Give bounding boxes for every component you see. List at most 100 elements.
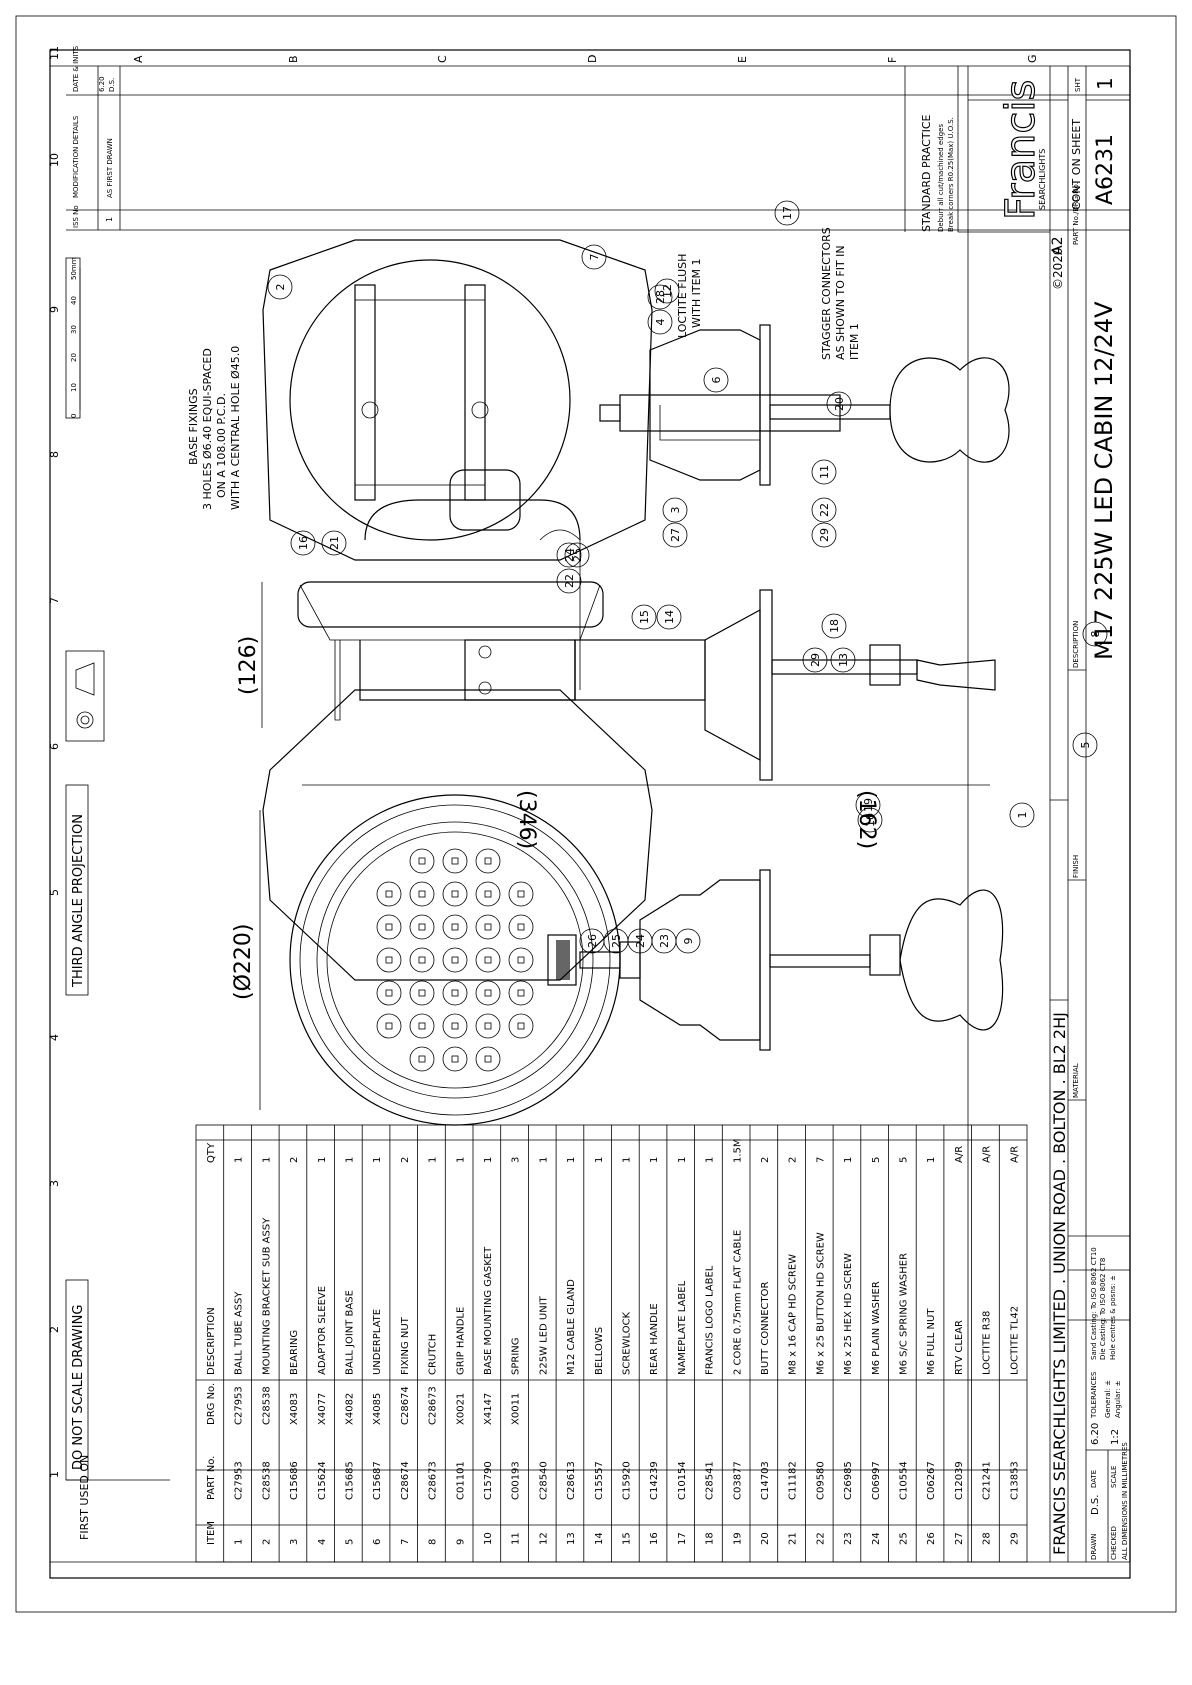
bom-cell: 1 xyxy=(317,1157,328,1163)
bom-cell: C15920 xyxy=(622,1461,633,1500)
balloon-label: 14 xyxy=(663,610,676,624)
bom-cell: X4083 xyxy=(289,1393,300,1425)
sp-line1: Deburr all cut/machined edges xyxy=(937,124,945,232)
sheet-number: 1 xyxy=(1093,77,1117,90)
balloon-label: 19 xyxy=(862,798,875,812)
led xyxy=(475,947,501,973)
bom-header: ITEM xyxy=(206,1521,217,1545)
led xyxy=(442,914,468,940)
bom-cell: 3 xyxy=(511,1157,522,1163)
dim-diameter: (Ø220) xyxy=(231,924,256,1000)
led xyxy=(376,980,402,1006)
led xyxy=(475,914,501,940)
bom-cell: X4077 xyxy=(317,1393,328,1425)
scale: 1:2 xyxy=(1110,1429,1121,1445)
rev-header-date: DATE & INITS xyxy=(72,45,80,92)
balloon-label: 20 xyxy=(833,397,846,411)
rev-inits: D.S. xyxy=(108,78,116,92)
balloon xyxy=(556,568,582,594)
balloon xyxy=(855,792,881,818)
bom-cell: 1.5M xyxy=(732,1138,743,1163)
description: M17 225W LED CABIN 12/24V xyxy=(1090,301,1118,660)
svg-text:BASE FIXINGS: BASE FIXINGS xyxy=(187,388,200,465)
balloon-label: 24 xyxy=(634,934,647,948)
bom-cell: GRIP HANDLE xyxy=(455,1307,466,1375)
bom-cell: 17 xyxy=(677,1532,688,1545)
led xyxy=(475,1013,501,1039)
balloon-label: 25 xyxy=(571,548,584,562)
balloon xyxy=(802,647,828,673)
finish-label: FINISH xyxy=(1072,855,1080,878)
bom-cell: X4085 xyxy=(372,1393,383,1425)
title-block: FRANCIS SEARCHLIGHTS LIMITED . UNION ROA… xyxy=(904,66,1130,1562)
copyright: ©2020 xyxy=(1051,247,1065,290)
grid-num: 9 xyxy=(48,306,61,313)
bom-cell: FRANCIS LOGO LABEL xyxy=(705,1265,716,1375)
part-no-label: PART No./DRG No. xyxy=(1072,182,1080,245)
front-view xyxy=(262,689,1004,1126)
bom-cell: 2 xyxy=(400,1157,411,1163)
dim-depth: (126) xyxy=(236,636,261,695)
led xyxy=(376,947,402,973)
bom-cell: REAR HANDLE xyxy=(649,1303,660,1375)
svg-text:50mm: 50mm xyxy=(70,257,78,280)
bom-cell: 24 xyxy=(871,1532,882,1545)
bom-cell: 1 xyxy=(483,1157,494,1163)
bom-cell: C12039 xyxy=(954,1461,965,1500)
svg-text:WITH ITEM 1: WITH ITEM 1 xyxy=(690,258,703,328)
led xyxy=(442,881,468,907)
balloon xyxy=(631,604,657,630)
bom-cell: M6 x 25 HEX HD SCREW xyxy=(843,1253,854,1375)
balloon xyxy=(656,604,682,630)
grid-letter: F xyxy=(886,57,899,63)
led xyxy=(475,881,501,907)
bom-cell: C10154 xyxy=(677,1461,688,1500)
bom-cell: M12 CABLE GLAND xyxy=(566,1279,577,1375)
bom-cell: 6 xyxy=(372,1539,383,1545)
bom-cell: 14 xyxy=(594,1532,605,1545)
scale-bar: 0 10 20 30 40 50mm xyxy=(65,257,81,419)
balloon xyxy=(703,367,729,393)
rev-iss: 1 xyxy=(105,217,114,222)
bom-cell: 26 xyxy=(926,1532,937,1545)
bom-cell: LOCTITE R38 xyxy=(982,1311,993,1375)
all-dims: ALL DIMENSIONS IN MILLIMETRES xyxy=(1121,1442,1129,1560)
bom-cell: FIXING NUT xyxy=(400,1316,411,1375)
bom-cell: C27953 xyxy=(234,1461,245,1500)
drawn-label: DRAWN xyxy=(1090,1533,1098,1560)
date: 6.20 xyxy=(1090,1423,1101,1445)
grid-num: 5 xyxy=(48,889,61,896)
bom-cell: 10 xyxy=(483,1532,494,1545)
bom-cell: 1 xyxy=(677,1157,688,1163)
balloon-label: 4 xyxy=(654,319,667,326)
scale-label: SCALE xyxy=(1110,1466,1118,1488)
bom-cell: 2 xyxy=(289,1157,300,1163)
led xyxy=(409,881,435,907)
bom-cell: M6 S/C SPRING WASHER xyxy=(899,1253,910,1375)
bom-cell: C14239 xyxy=(649,1461,660,1500)
bom-cell: 11 xyxy=(511,1532,522,1545)
svg-text:WITH A CENTRAL HOLE Ø45.0: WITH A CENTRAL HOLE Ø45.0 xyxy=(229,346,242,510)
bom-cell: BELLOWS xyxy=(594,1327,605,1375)
led xyxy=(475,1046,501,1072)
bom-cell: C28538 xyxy=(261,1386,272,1425)
bom-cell: 1 xyxy=(622,1157,633,1163)
led xyxy=(409,947,435,973)
bom-cell: BALL JOINT BASE xyxy=(345,1290,356,1375)
tolerances-label: TOLERANCES xyxy=(1090,1371,1098,1419)
part-no: A6231 xyxy=(1093,134,1118,205)
bom-cell: 16 xyxy=(649,1532,660,1545)
bom-cell: C10554 xyxy=(899,1461,910,1500)
bom-cell: MOUNTING BRACKET SUB ASSY xyxy=(261,1217,272,1375)
bom-cell: C26985 xyxy=(843,1461,854,1500)
standard-practice: STANDARD PRACTICE xyxy=(920,115,933,232)
rear-view xyxy=(262,239,1010,561)
bom-cell: UNDERPLATE xyxy=(372,1309,383,1375)
balloon xyxy=(830,647,856,673)
balloon xyxy=(1009,802,1035,828)
bom-cell: C21241 xyxy=(982,1461,993,1500)
balloon xyxy=(826,391,852,417)
svg-text:20: 20 xyxy=(70,353,78,362)
